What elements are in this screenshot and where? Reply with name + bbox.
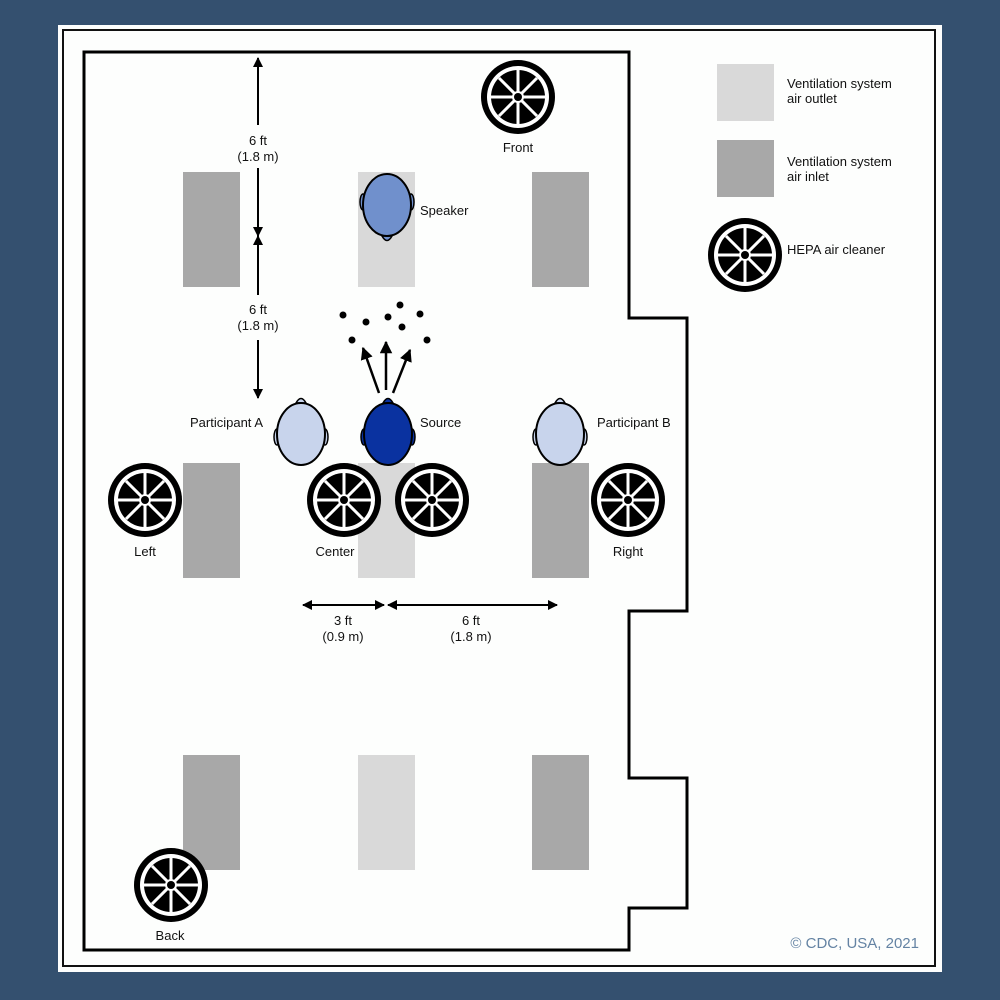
dim-top-m: (1.8 m) xyxy=(237,149,278,164)
legend-inlet-label-2: air inlet xyxy=(787,169,829,184)
hepa-fan-icon xyxy=(305,461,383,539)
inlet-vent xyxy=(183,172,240,287)
hepa-fan-icon xyxy=(479,58,557,136)
emission-arrows xyxy=(360,340,412,394)
legend-outlet-swatch xyxy=(717,64,774,121)
hepa-fan-icon xyxy=(589,461,667,539)
inlet-vent xyxy=(183,755,240,870)
dimension-arrows xyxy=(253,57,558,610)
legend-hepa-icon xyxy=(706,216,784,294)
fan-label-center: Center xyxy=(315,544,355,559)
participant-b-label: Participant B xyxy=(597,415,671,430)
dim-top-ft: 6 ft xyxy=(249,133,267,148)
outlet-vent xyxy=(358,755,415,870)
droplets xyxy=(339,301,431,344)
dim-left-ft: 3 ft xyxy=(334,613,352,628)
legend-inlet-label: Ventilation system xyxy=(787,154,892,169)
legend-outlet-label-2: air outlet xyxy=(787,91,837,106)
speaker-head-icon xyxy=(359,173,415,242)
fan-label-back: Back xyxy=(156,928,185,943)
copyright: © CDC, USA, 2021 xyxy=(790,935,919,952)
source-label: Source xyxy=(420,415,461,430)
participant-a-label: Participant A xyxy=(190,415,263,430)
participant-a-head-icon xyxy=(273,397,329,466)
inlet-vent xyxy=(183,463,240,578)
participant-b-head-icon xyxy=(532,397,588,466)
fan-label-front: Front xyxy=(503,140,534,155)
hepa-fan-icon xyxy=(132,846,210,924)
dim-right-m: (1.8 m) xyxy=(450,629,491,644)
fan-label-left: Left xyxy=(134,544,156,559)
speaker-label: Speaker xyxy=(420,203,469,218)
inlet-vent xyxy=(532,463,589,578)
hepa-fan-icon xyxy=(393,461,471,539)
inlet-vent xyxy=(532,172,589,287)
dim-mid-m: (1.8 m) xyxy=(237,318,278,333)
dim-mid-ft: 6 ft xyxy=(249,302,267,317)
legend-inlet-swatch xyxy=(717,140,774,197)
card-border xyxy=(62,29,936,967)
hepa-fan-icon xyxy=(106,461,184,539)
legend-hepa-label: HEPA air cleaner xyxy=(787,242,886,257)
legend-outlet-label: Ventilation system xyxy=(787,76,892,91)
dim-right-ft: 6 ft xyxy=(462,613,480,628)
dim-left-m: (0.9 m) xyxy=(322,629,363,644)
source-head-icon xyxy=(360,397,416,466)
inlet-vent xyxy=(532,755,589,870)
vents xyxy=(183,172,589,870)
fan-label-right: Right xyxy=(613,544,644,559)
room-outline xyxy=(82,50,689,952)
